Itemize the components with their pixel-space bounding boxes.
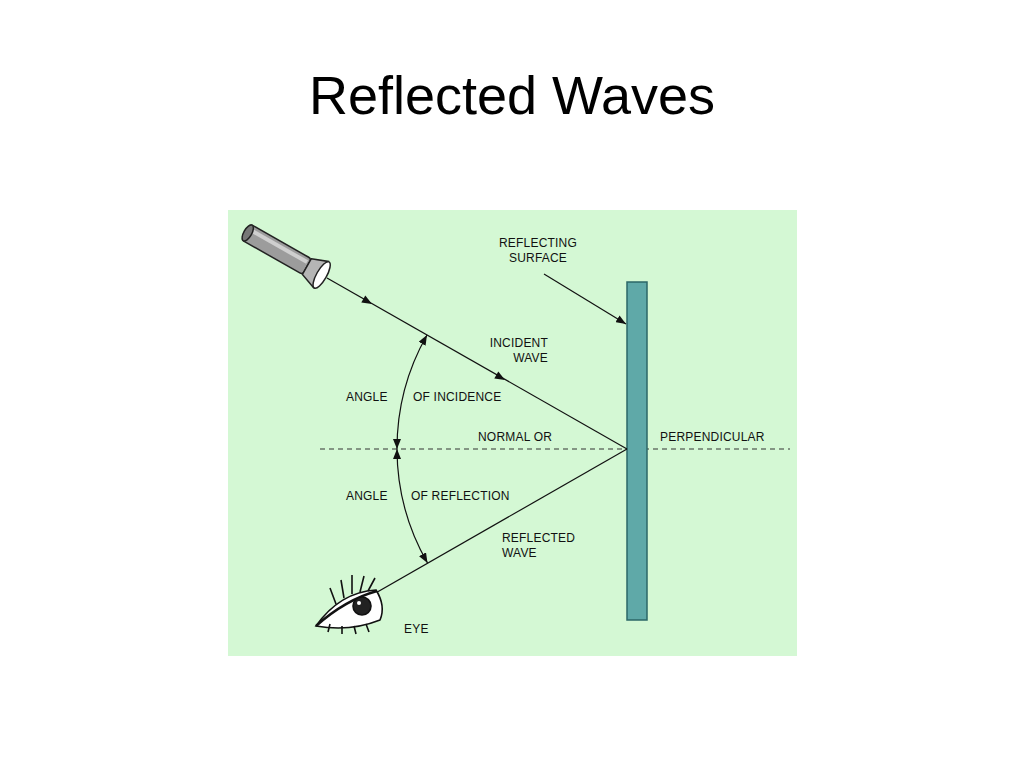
eye-drawing [316, 575, 382, 634]
ray-arrowhead [494, 372, 505, 380]
incident-ray [327, 278, 627, 449]
angle-label: OF REFLECTION [411, 489, 510, 504]
reflecting-surface [627, 282, 647, 620]
ray-label: REFLECTED WAVE [502, 531, 594, 561]
surface-label: REFLECTING SURFACE [488, 236, 588, 266]
flashlight [237, 218, 334, 291]
angle-label: ANGLE [346, 390, 388, 405]
ray-label: INCIDENT WAVE [474, 336, 548, 366]
angle-label: ANGLE [346, 489, 388, 504]
ray-arrowhead [361, 296, 372, 304]
eye-label: EYE [404, 622, 429, 637]
normal-label: PERPENDICULAR [660, 430, 765, 445]
diagram-panel [228, 210, 797, 656]
normal-line [320, 449, 790, 450]
angle-arc [397, 449, 428, 563]
leader-line [544, 274, 626, 324]
normal-label: NORMAL OR [478, 430, 552, 445]
page-title: Reflected Waves [0, 66, 1024, 125]
angle-label: OF INCIDENCE [413, 390, 501, 405]
